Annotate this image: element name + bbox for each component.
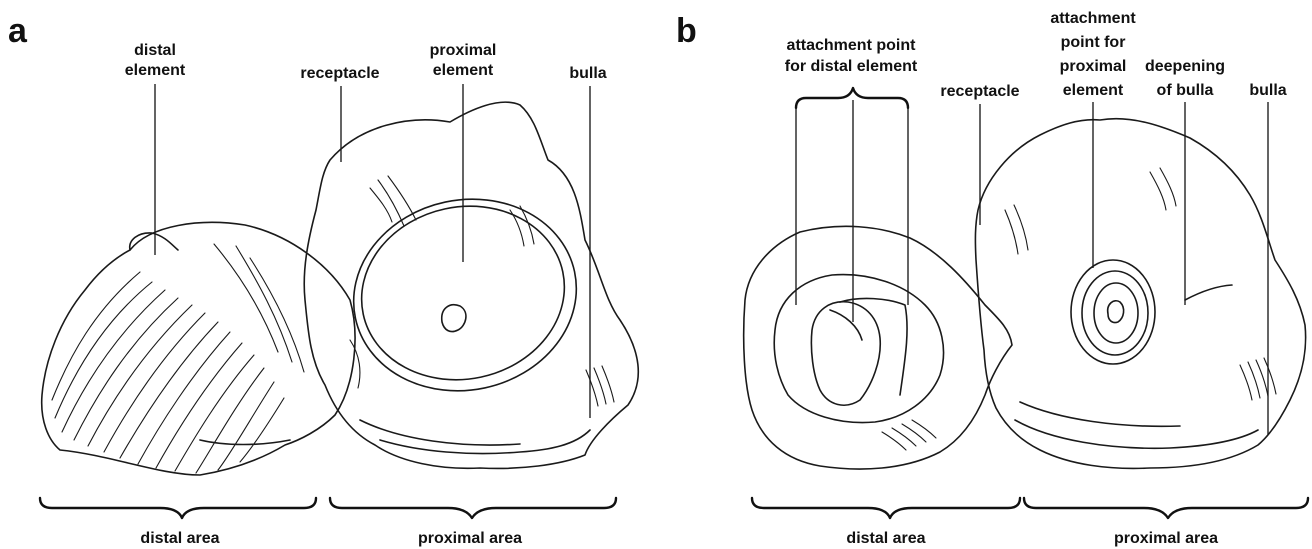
panel-a-letter: a: [8, 12, 28, 50]
brace-attachment-distal: [796, 88, 908, 108]
distal-element-drawing: [42, 222, 355, 475]
brace-distal-area-a: [40, 498, 316, 518]
label-deepening-line1: deepening: [1145, 58, 1225, 75]
label-attachment-proximal-line2: point for: [1061, 34, 1126, 51]
label-bulla-b: bulla: [1249, 82, 1286, 99]
brace-distal-area-b: [752, 498, 1020, 518]
label-distal-element-line1: distal: [134, 42, 176, 59]
panel-b: b attachment point for distal element re…: [676, 10, 1308, 547]
label-attachment-proximal-line3: proximal: [1060, 58, 1127, 75]
label-receptacle-b: receptacle: [940, 83, 1019, 100]
proximal-area-b-drawing: [975, 119, 1305, 469]
label-proximal-area-a: proximal area: [418, 530, 522, 547]
label-attachment-proximal-line1: attachment: [1050, 10, 1136, 27]
label-attachment-proximal-line4: element: [1063, 82, 1124, 99]
panel-a: a distal element receptacle proximal ele…: [8, 12, 638, 547]
label-attachment-distal-line1: attachment point: [787, 37, 917, 54]
panel-b-letter: b: [676, 12, 697, 50]
label-proximal-element-line2: element: [433, 62, 494, 79]
label-distal-element-line2: element: [125, 62, 186, 79]
label-distal-area-a: distal area: [140, 530, 219, 547]
brace-proximal-area-a: [330, 498, 616, 518]
label-bulla: bulla: [569, 65, 606, 82]
label-proximal-element-line1: proximal: [430, 42, 497, 59]
label-receptacle: receptacle: [300, 65, 379, 82]
label-attachment-distal-line2: for distal element: [785, 58, 918, 75]
proximal-area-drawing: [304, 102, 638, 468]
brace-proximal-area-b: [1024, 498, 1308, 518]
label-deepening-line2: of bulla: [1157, 82, 1214, 99]
distal-attachment-drawing: [744, 226, 1012, 469]
label-proximal-area-b: proximal area: [1114, 530, 1218, 547]
label-distal-area-b: distal area: [846, 530, 925, 547]
